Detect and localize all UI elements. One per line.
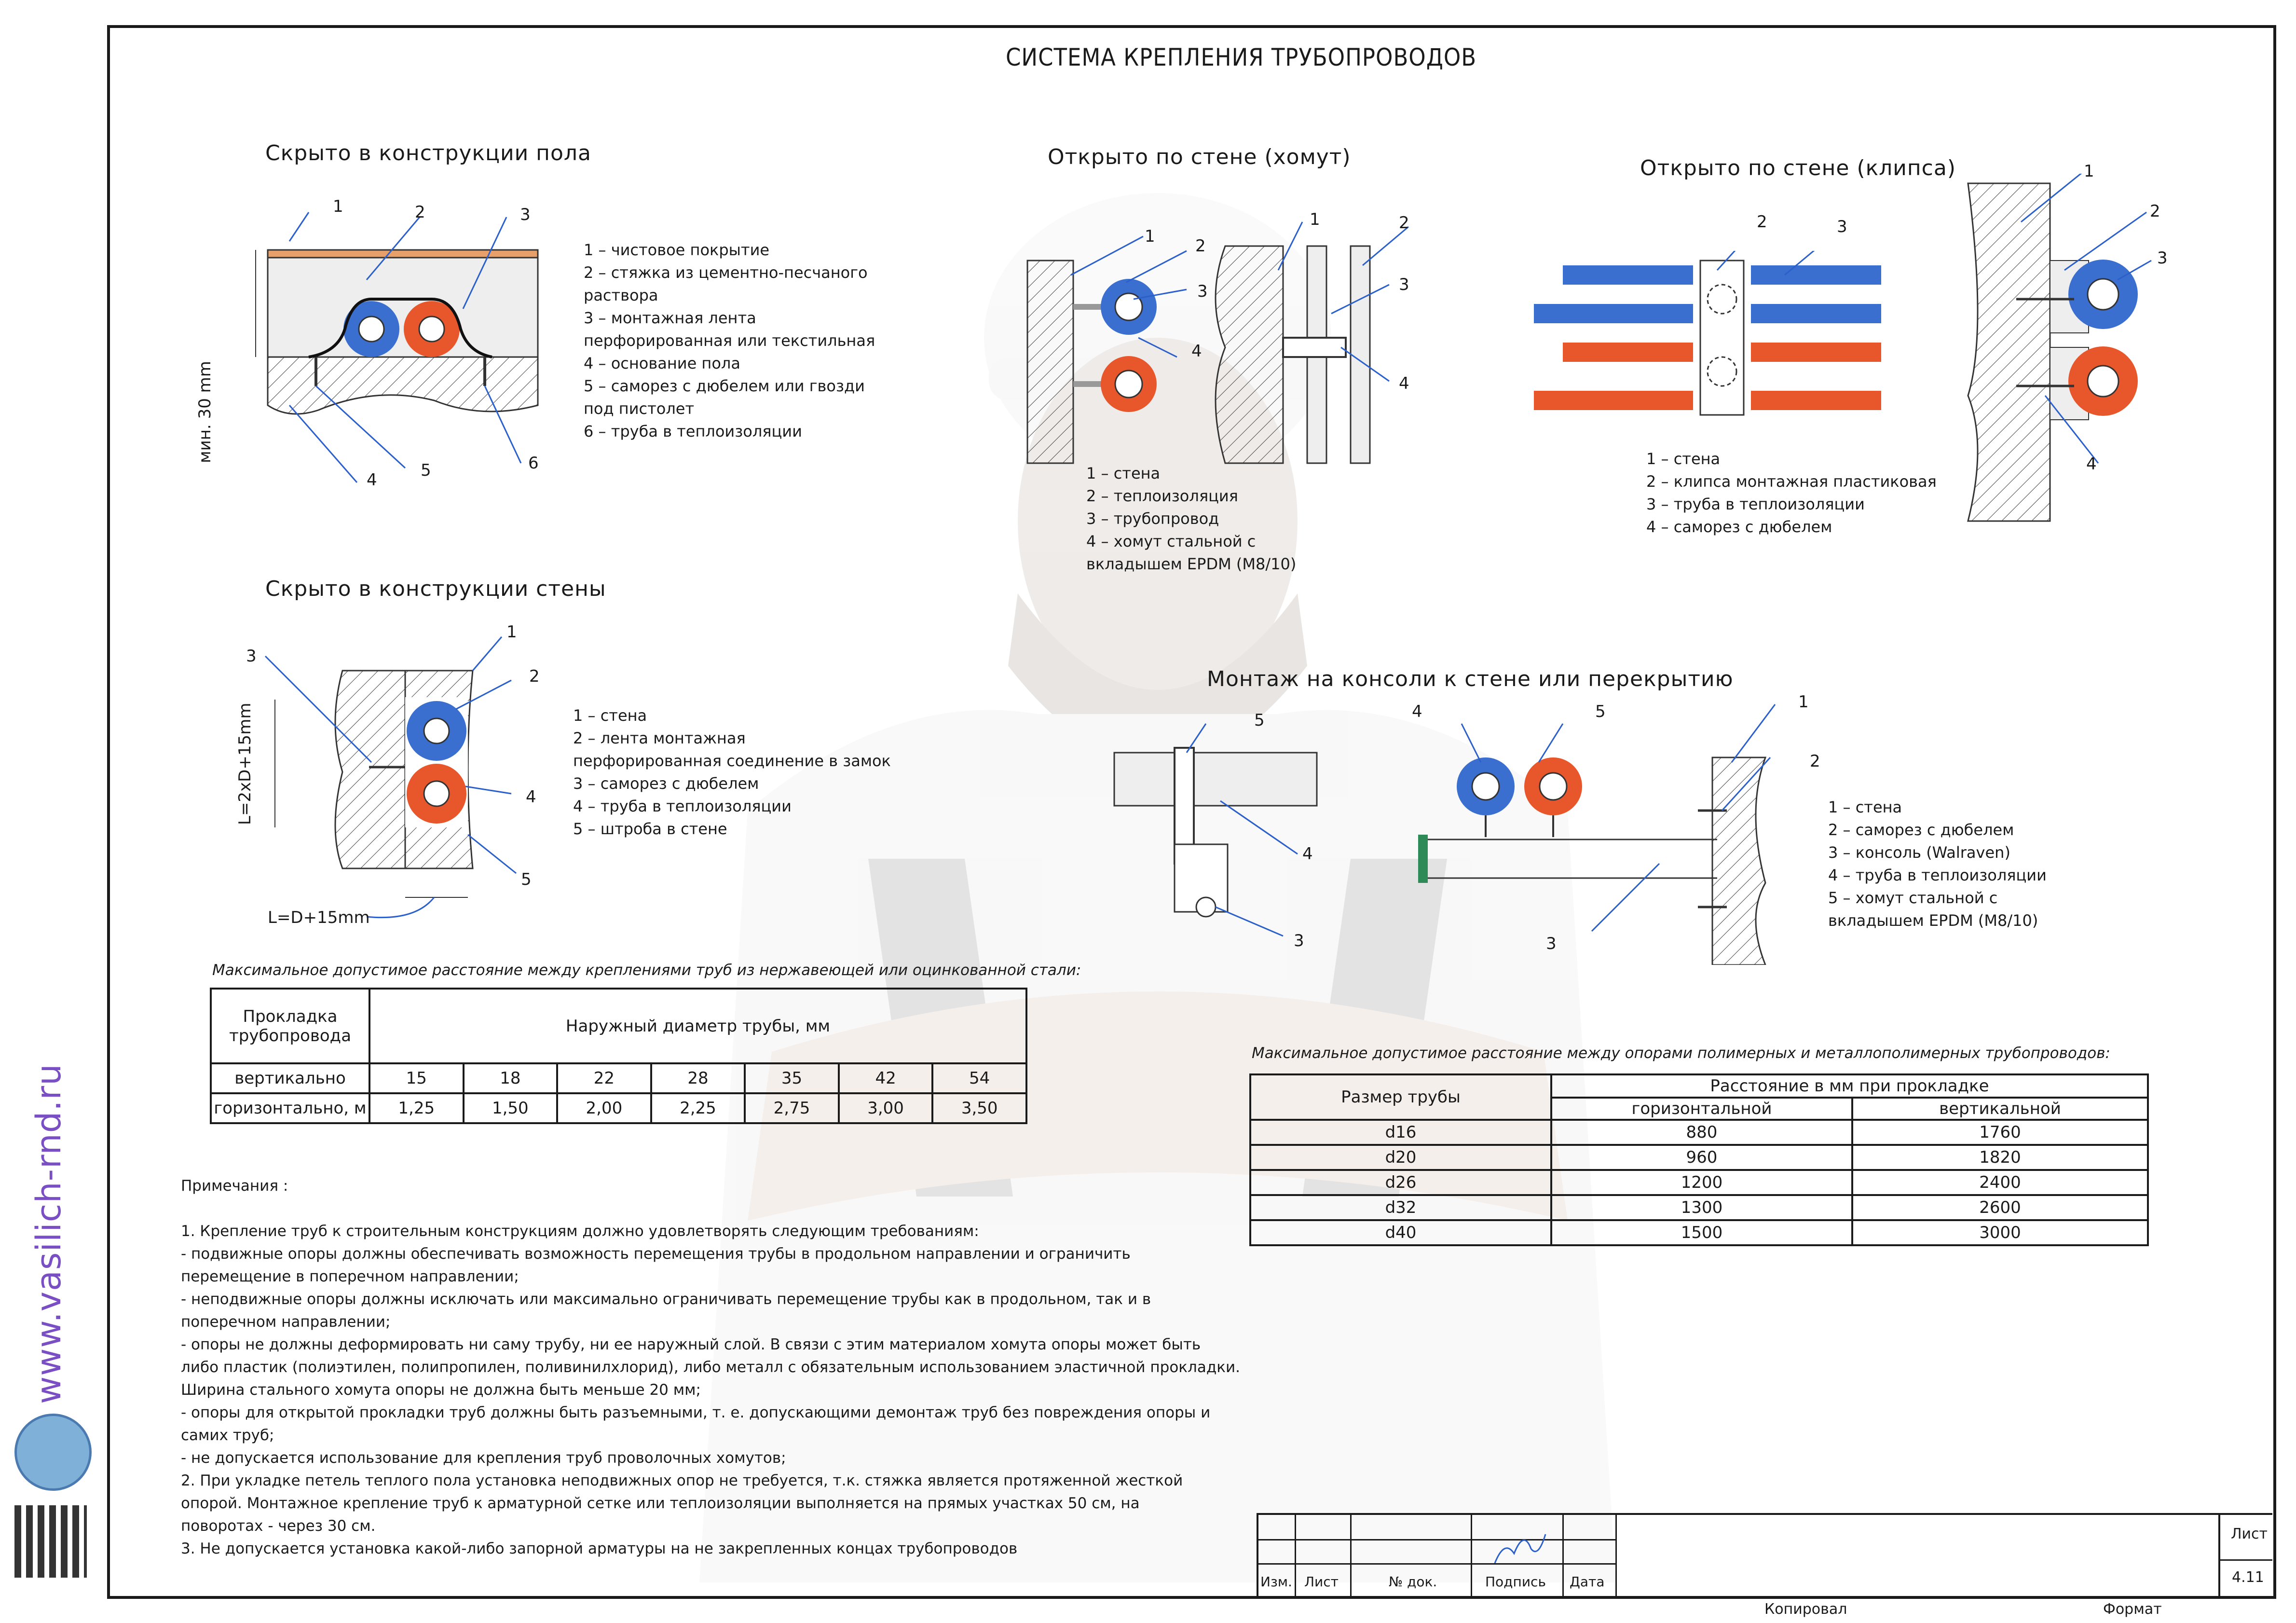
wall-clip-side-callout-4: 4	[2086, 454, 2097, 474]
wall-hidden-callout-3: 3	[246, 646, 257, 666]
steel-table-caption: Максимальное допустимое расстояние между…	[212, 962, 1081, 979]
sheet-label: Лист	[2231, 1526, 2268, 1542]
site-url[interactable]: www.vasilich-rnd.ru	[29, 1063, 68, 1404]
console-left-callout-4: 4	[1302, 844, 1313, 864]
wall-clamp-side-callout-1: 1	[1310, 210, 1320, 229]
stamp-col-list: Лист	[1304, 1574, 1339, 1590]
polymer-table-group-head: Расстояние в мм при прокладке	[1550, 1073, 2149, 1099]
floor-callout-3: 3	[520, 205, 531, 224]
qr-code	[14, 1505, 87, 1578]
console-right-callout-1: 1	[1798, 692, 1809, 712]
floor-heading: Скрыто в конструкции пола	[265, 141, 591, 165]
console-left-callout-5: 5	[1254, 711, 1265, 730]
wall-clamp-callout-1: 1	[1145, 227, 1155, 246]
sheet-number: 4.11	[2232, 1569, 2264, 1586]
console-right-callout-5: 5	[1595, 702, 1606, 721]
stamp-col-date: Дата	[1570, 1574, 1605, 1590]
wall-clip-side-callout-2: 2	[2150, 202, 2160, 221]
avatar	[14, 1414, 92, 1491]
wall-clamp-side-callout-4: 4	[1399, 374, 1409, 393]
steel-table-row2-label: горизонтально, м	[210, 1092, 370, 1124]
wall-clip-pipes-diagram	[1534, 251, 1881, 416]
polymer-spacing-table: Размер трубы Расстояние в мм при проклад…	[1249, 1073, 2149, 1246]
wall-hidden-diagram	[264, 636, 517, 919]
floor-callout-6: 6	[528, 454, 539, 473]
wall-hidden-dim-vertical: L=2xD+15mm	[235, 702, 255, 825]
wall-clamp-heading: Открыто по стене (хомут)	[1048, 145, 1351, 169]
floor-callout-1: 1	[333, 197, 343, 216]
wall-hidden-callout-4: 4	[526, 787, 536, 807]
wall-clamp-side-callout-2: 2	[1399, 213, 1409, 233]
console-right-callout-3: 3	[1546, 934, 1557, 953]
wall-hidden-heading: Скрыто в конструкции стены	[265, 577, 606, 601]
wall-clip-heading: Открыто по стене (клипса)	[1640, 156, 1956, 180]
console-ceiling-diagram	[1113, 723, 1318, 937]
wall-clamp-diagram	[1026, 221, 1409, 464]
stamp-col-sign: Подпись	[1485, 1574, 1546, 1590]
wall-hidden-dim-horizontal: L=D+15mm	[268, 908, 370, 927]
console-right-callout-4: 4	[1412, 702, 1422, 721]
stamp-col-doc: № док.	[1389, 1574, 1437, 1590]
floor-callout-2: 2	[415, 203, 425, 222]
wall-clip-callout-3: 3	[1837, 217, 1847, 236]
wall-clamp-callout-3: 3	[1197, 282, 1208, 301]
steel-spacing-table: Прокладка трубопровода Наружный диаметр …	[210, 988, 1027, 1124]
wall-hidden-callout-1: 1	[506, 622, 517, 642]
wall-clip-section-diagram	[1967, 174, 2152, 522]
polymer-table-col-head: Размер трубы	[1249, 1073, 1552, 1121]
wall-clip-side-callout-1: 1	[2084, 162, 2094, 181]
floor-callout-4: 4	[367, 470, 377, 490]
steel-table-col-head: Прокладка трубопровода	[210, 988, 370, 1064]
floor-callout-5: 5	[421, 461, 431, 480]
wall-clamp-callout-4: 4	[1191, 342, 1202, 361]
stamp-col-izm: Изм.	[1260, 1574, 1292, 1590]
console-wall-diagram	[1418, 704, 1776, 965]
wall-hidden-callout-5: 5	[521, 870, 532, 889]
title-block: Изм. Лист № док. Подпись Дата Лист 4.11	[1257, 1513, 2272, 1598]
floor-dimension-label: мин. 30 mm	[195, 361, 215, 463]
wall-hidden-callout-2: 2	[529, 667, 540, 686]
console-heading: Монтаж на консоли к стене или перекрытию	[1207, 667, 1734, 691]
steel-table-group-head: Наружный диаметр трубы, мм	[369, 988, 1027, 1064]
polymer-table-caption: Максимальное допустимое расстояние между…	[1252, 1045, 2110, 1062]
wall-clip-callout-2: 2	[1757, 212, 1767, 232]
wall-clamp-side-callout-3: 3	[1399, 275, 1409, 294]
notes-heading: Примечания :	[181, 1177, 288, 1195]
wall-clip-side-callout-3: 3	[2157, 248, 2168, 268]
floor-diagram	[255, 212, 539, 483]
format-label: Формат	[2103, 1601, 2162, 1618]
drawing-frame	[107, 25, 2276, 1599]
sheet-title: СИСТЕМА КРЕПЛЕНИЯ ТРУБОПРОВОДОВ	[1006, 43, 1477, 71]
console-right-callout-2: 2	[1810, 752, 1820, 771]
copied-label: Копировал	[1764, 1601, 1847, 1618]
notes-block: Примечания : 1. Крепление труб к строите…	[181, 1175, 1240, 1560]
signature	[1494, 1534, 1546, 1564]
wall-clamp-callout-2: 2	[1195, 236, 1206, 256]
console-left-callout-3: 3	[1294, 931, 1304, 950]
steel-table-row1-label: вертикально	[210, 1062, 370, 1094]
